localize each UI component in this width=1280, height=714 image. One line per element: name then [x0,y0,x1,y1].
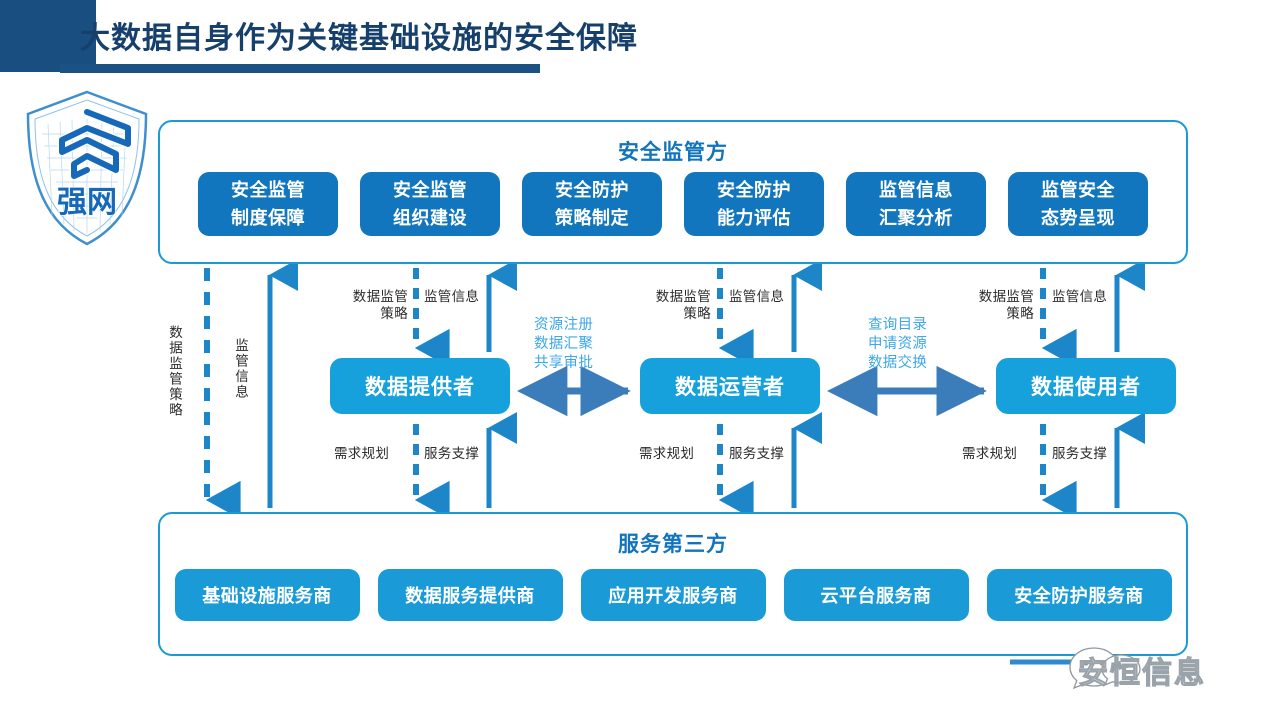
chip-safety-regulation-system[interactable]: 安全监管 制度保障 [198,172,338,236]
label-user-demand-down: 需求规划 [962,446,1018,461]
watermark-text: 安恒信息 [1077,656,1206,690]
chip-line2: 制度保障 [231,208,305,228]
logo-text: 强网 [57,186,117,219]
chip-protection-policy[interactable]: 安全防护 策略制定 [522,172,662,236]
watermark-wechat-icon [1010,647,1141,689]
chip-app-development-provider[interactable]: 应用开发服务商 [580,569,766,621]
label-provider-support-up: 服务支撑 [424,446,480,461]
chip-security-situation-display[interactable]: 监管安全 态势呈现 [1008,172,1148,236]
label-provider-operator-interchange: 资源注册 数据汇聚 共享审批 [534,316,593,373]
label-operator-info-up: 监管信息 [729,289,785,304]
label-left-policy-down: 数据监管策略 [167,325,182,418]
label-operator-support-up: 服务支撑 [729,446,785,461]
actor-data-operator[interactable]: 数据运营者 [640,358,820,414]
chip-data-service-provider[interactable]: 数据服务提供商 [377,569,563,621]
label-line1: 数据监管 [978,289,1034,304]
label-user-support-up: 服务支撑 [1052,446,1108,461]
third-party-service-panel: 服务第三方 基础设施服务商 数据服务提供商 应用开发服务商 云平台服务商 安全防… [158,512,1188,656]
label-line3: 共享审批 [534,355,594,371]
chip-line1: 监管安全 [1041,180,1115,200]
chip-line1: 安全监管 [231,180,305,200]
label-operator-policy-down: 数据监管 策略 [626,288,711,322]
chip-infrastructure-provider[interactable]: 基础设施服务商 [174,569,360,621]
chip-line2: 汇聚分析 [879,208,953,228]
label-provider-demand-down: 需求规划 [334,446,390,461]
label-line2: 策略 [1006,306,1034,321]
label-operator-demand-down: 需求规划 [639,446,695,461]
supervisor-panel: 安全监管方 安全监管 制度保障 安全监管 组织建设 安全防护 策略制定 安全防护… [158,120,1188,264]
chip-line2: 态势呈现 [1041,208,1115,228]
label-line1: 查询目录 [868,317,928,333]
label-provider-policy-down: 数据监管 策略 [323,288,408,322]
page-title: 大数据自身作为关键基础设施的安全保障 [80,22,638,55]
label-line2: 申请资源 [868,336,928,352]
chip-cloud-platform-provider[interactable]: 云平台服务商 [783,569,969,621]
chip-line2: 能力评估 [717,208,791,228]
label-line1: 数据监管 [352,289,408,304]
qiangwang-shield-logo: 强网 [26,90,148,246]
label-user-info-up: 监管信息 [1052,289,1108,304]
chip-line2: 策略制定 [555,208,629,228]
chip-security-protection-provider[interactable]: 安全防护服务商 [986,569,1172,621]
chip-protection-capability[interactable]: 安全防护 能力评估 [684,172,824,236]
title-underline-rule [60,64,540,73]
chip-line1: 安全防护 [717,180,791,200]
chip-line1: 安全监管 [393,180,467,200]
chip-line2: 组织建设 [393,208,467,228]
chip-line1: 安全防护 [555,180,629,200]
chip-line1: 监管信息 [879,180,953,200]
chip-safety-regulation-org[interactable]: 安全监管 组织建设 [360,172,500,236]
third-party-panel-title: 服务第三方 [618,533,728,556]
chip-regulatory-info-analysis[interactable]: 监管信息 汇聚分析 [846,172,986,236]
label-line1: 资源注册 [534,317,594,333]
label-line2: 策略 [683,306,711,321]
label-line2: 数据汇聚 [534,336,594,352]
label-line1: 数据监管 [655,289,711,304]
label-user-policy-down: 数据监管 策略 [949,288,1034,322]
label-provider-info-up: 监管信息 [424,289,480,304]
label-left-info-up: 监管信息 [233,338,248,400]
label-line2: 策略 [380,306,408,321]
actor-data-provider[interactable]: 数据提供者 [330,358,510,414]
supervisor-panel-title: 安全监管方 [618,141,728,164]
actor-data-user[interactable]: 数据使用者 [996,358,1176,414]
label-line3: 数据交换 [868,355,928,371]
label-operator-user-interchange: 查询目录 申请资源 数据交换 [868,316,927,373]
header-accent-block [0,0,96,72]
